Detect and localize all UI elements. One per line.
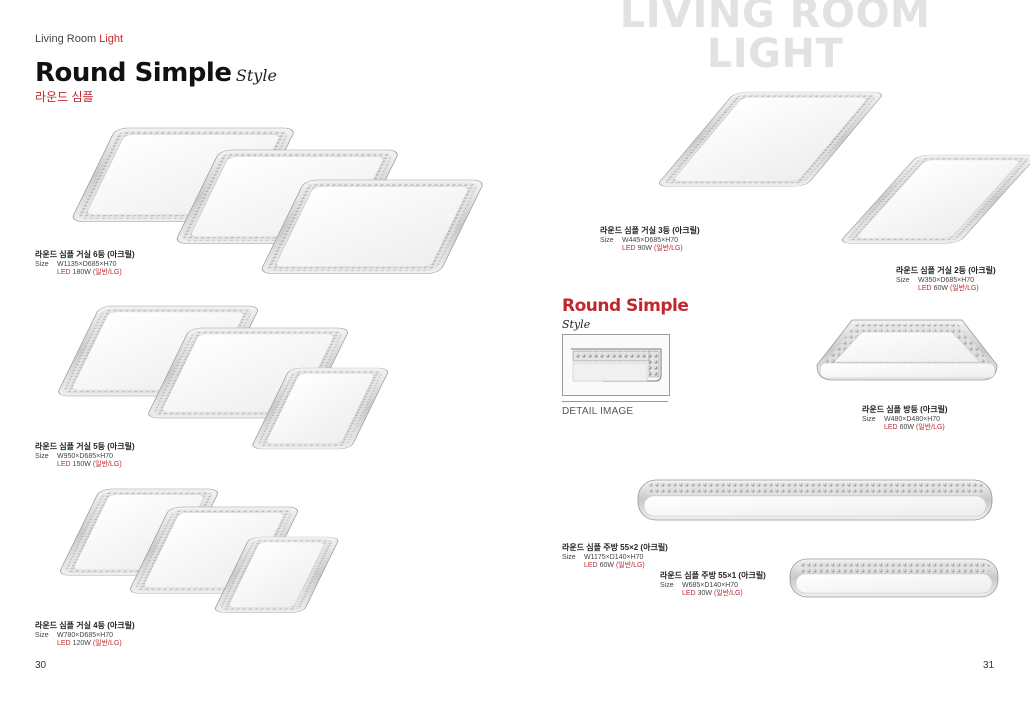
product-image-6-light (72, 127, 483, 274)
product-name: 라운드 심플 거실 5등 (아크릴) (35, 442, 135, 451)
size-label: Size (35, 260, 49, 268)
option-value: (일반/LG) (915, 424, 945, 431)
product-image-4-light (59, 488, 339, 613)
option-value: (일반/LG) (653, 245, 683, 252)
product-name: 라운드 심플 주방 55×1 (아크릴) (660, 571, 766, 580)
led-label: LED (884, 424, 898, 431)
product-spec: 라운드 심플 방등 (아크릴) Size W480×D480×H70 LED 60… (862, 405, 948, 433)
detail-caption: DETAIL IMAGE (562, 406, 634, 417)
power-value: 150W (72, 461, 91, 468)
product-spec: 라운드 심플 거실 3등 (아크릴) Size W445×D685×H70 LED… (600, 226, 700, 254)
product-image-kitchen-55x1 (789, 558, 999, 598)
page-title-block: Round Simple Style (35, 58, 277, 88)
power-value: 60W (899, 424, 914, 431)
category-prefix: Living Room (35, 33, 100, 45)
product-image-square-light (816, 319, 998, 381)
page-number-right: 31 (983, 660, 995, 671)
product-image-5-light (58, 305, 389, 450)
section-title: Round Simple (562, 296, 689, 316)
size-value: W685×D140×H70 (682, 581, 739, 589)
category-label: Living Room Light (35, 33, 123, 45)
power-value: 180W (72, 269, 91, 276)
page-subtitle: 라운드 심플 (35, 90, 94, 104)
option-value: (일반/LG) (615, 562, 645, 569)
size-label: Size (600, 236, 614, 244)
size-label: Size (35, 452, 49, 460)
product-name: 라운드 심플 거실 2등 (아크릴) (896, 266, 996, 275)
size-value: W350×D685×H70 (918, 276, 975, 284)
power-value: 60W (933, 285, 948, 292)
led-label: LED (622, 245, 636, 252)
power-value: 60W (599, 562, 614, 569)
size-label: Size (862, 415, 876, 423)
product-name: 라운드 심플 거실 3등 (아크릴) (600, 226, 700, 235)
led-label: LED (584, 562, 598, 569)
background-title-line2: LIGHT (706, 31, 844, 77)
option-value: (일반/LG) (949, 285, 979, 292)
product-name: 라운드 심플 거실 4등 (아크릴) (35, 621, 135, 630)
led-label: LED (682, 590, 696, 597)
product-image-2-light (841, 154, 1030, 244)
page-number-left: 30 (35, 660, 47, 671)
section-style-word: Style (562, 318, 591, 331)
size-value: W445×D685×H70 (622, 236, 679, 244)
size-label: Size (660, 581, 674, 589)
product-spec: 라운드 심플 거실 6등 (아크릴) Size W1135×D685×H70 LE… (35, 250, 135, 278)
category-accent: Light (99, 33, 124, 45)
size-value: W1175×D140×H70 (584, 553, 644, 561)
led-label: LED (57, 461, 71, 468)
detail-rule (562, 401, 668, 402)
option-value: (일반/LG) (92, 269, 122, 276)
product-image-3-light (658, 91, 882, 187)
power-value: 120W (72, 640, 91, 647)
product-spec: 라운드 심플 거실 4등 (아크릴) Size W780×D685×H70 LED… (35, 621, 135, 649)
led-label: LED (57, 269, 71, 276)
led-label: LED (57, 640, 71, 647)
led-label: LED (918, 285, 932, 292)
size-label: Size (562, 553, 576, 561)
option-value: (일반/LG) (92, 461, 122, 468)
size-label: Size (896, 276, 910, 284)
size-label: Size (35, 631, 49, 639)
option-value: (일반/LG) (713, 590, 743, 597)
product-spec: 라운드 심플 거실 5등 (아크릴) Size W950×D685×H70 LED… (35, 442, 135, 470)
power-value: 90W (637, 245, 652, 252)
option-value: (일반/LG) (92, 640, 122, 647)
product-image-kitchen-55x2 (637, 479, 993, 521)
size-value: W950×D685×H70 (57, 452, 114, 460)
product-name: 라운드 심플 거실 6등 (아크릴) (35, 250, 135, 259)
detail-image (562, 334, 670, 396)
size-value: W780×D685×H70 (57, 631, 114, 639)
product-spec: 라운드 심플 거실 2등 (아크릴) Size W350×D685×H70 LED… (896, 266, 996, 294)
product-name: 라운드 심플 주방 55×2 (아크릴) (562, 543, 668, 552)
style-word: Style (235, 66, 277, 85)
background-title-line1: LIVING ROOM (619, 0, 931, 37)
power-value: 30W (697, 590, 712, 597)
product-spec: 라운드 심플 주방 55×1 (아크릴) Size W685×D140×H70 L… (660, 571, 766, 599)
page-title: Round Simple (35, 58, 232, 88)
product-name: 라운드 심플 방등 (아크릴) (862, 405, 948, 414)
size-value: W1135×D685×H70 (57, 260, 117, 268)
background-title: LIVING ROOM LIGHT (610, 0, 940, 74)
size-value: W480×D480×H70 (884, 415, 941, 423)
